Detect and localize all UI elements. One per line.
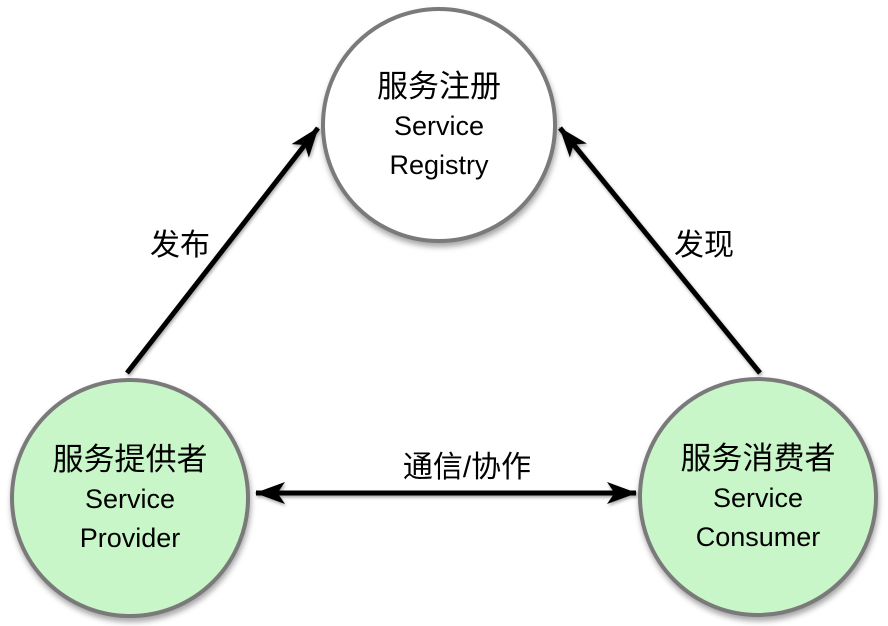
- edge-label-publish: 发布: [150, 229, 210, 262]
- node-consumer-label-zh: 服务消费者: [680, 440, 836, 476]
- node-consumer-label-en1: Service: [712, 482, 804, 513]
- node-provider-label-zh: 服务提供者: [52, 441, 208, 477]
- node-registry-label-en2: Registry: [389, 149, 489, 180]
- node-service-provider: 服务提供者 Service Provider: [10, 378, 250, 618]
- node-service-registry: 服务注册 Service Registry: [321, 7, 557, 243]
- node-consumer-label-en2: Consumer: [695, 521, 821, 552]
- node-provider-label-en2: Provider: [79, 522, 181, 553]
- edge-label-discover: 发现: [674, 229, 734, 262]
- node-service-consumer: 服务消费者 Service Consumer: [638, 377, 878, 617]
- node-registry-label-en1: Service: [393, 110, 485, 141]
- node-provider-label-en1: Service: [84, 483, 176, 514]
- node-registry-label-zh: 服务注册: [377, 68, 501, 104]
- edge-label-communicate: 通信/协作: [402, 451, 532, 484]
